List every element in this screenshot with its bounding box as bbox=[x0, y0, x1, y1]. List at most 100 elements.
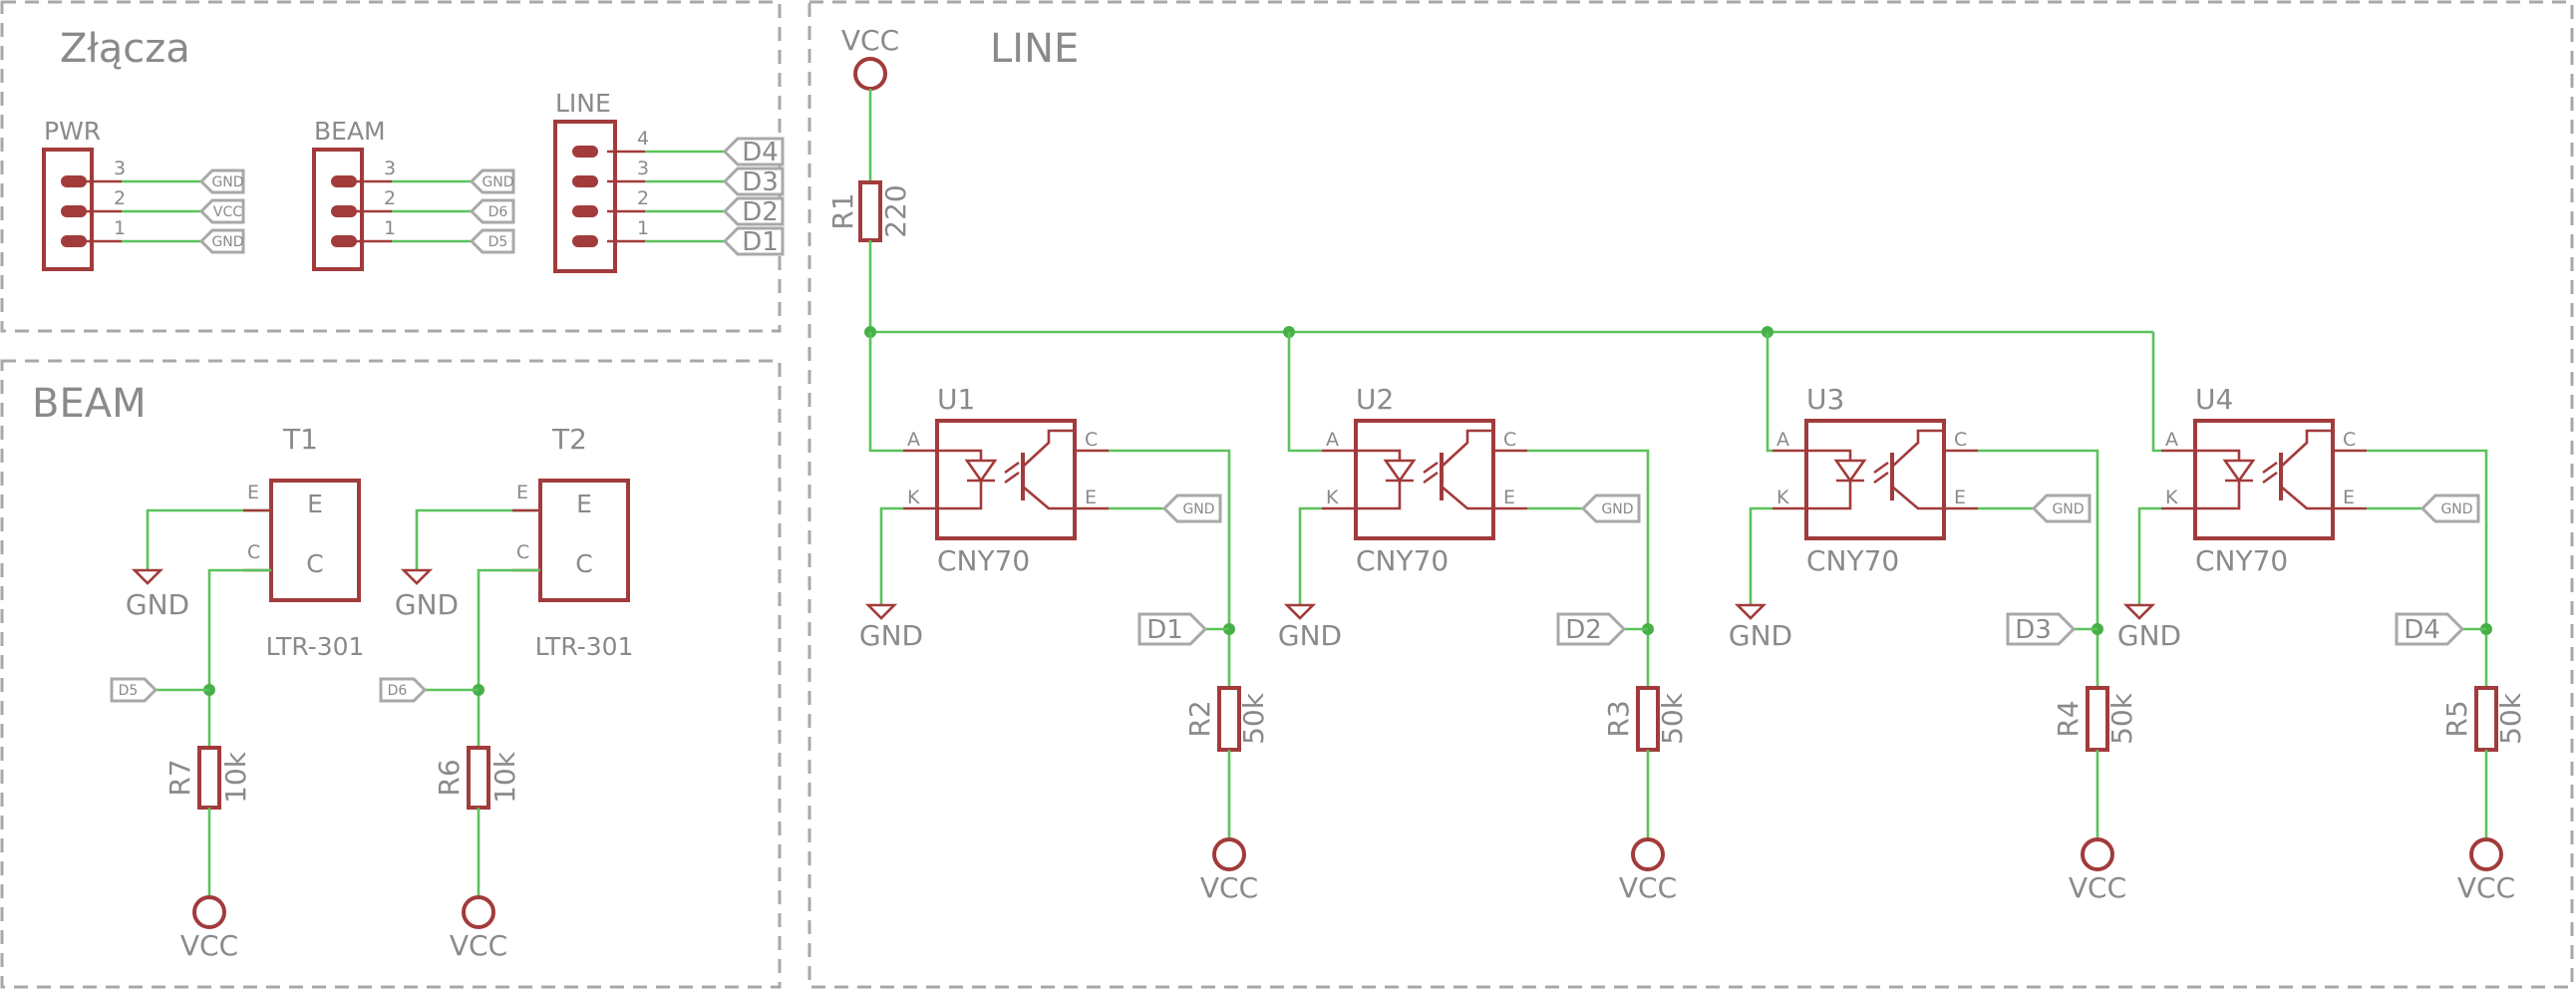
diode-lead bbox=[937, 481, 983, 510]
phototransistor-pin-e-label: E bbox=[516, 482, 528, 503]
connector-net-label-flag bbox=[198, 168, 245, 194]
vcc-supply-symbol bbox=[853, 57, 887, 91]
resistor-value: 50k bbox=[1656, 692, 1689, 745]
resistor-value: 50k bbox=[2105, 692, 2138, 745]
phototransistor-part: LTR-301 bbox=[266, 632, 365, 661]
vcc-label: VCC bbox=[180, 929, 238, 962]
cny70-gnd-label-flag bbox=[1161, 494, 1222, 523]
wire bbox=[1527, 449, 1650, 688]
light-arrow-icon bbox=[1423, 461, 1439, 475]
wire bbox=[1109, 449, 1231, 688]
cny70-gnd-label-text: GND bbox=[1601, 501, 1633, 517]
frame-line bbox=[807, 0, 2574, 989]
wire bbox=[1298, 506, 1322, 605]
cny70-gnd-label-text: GND bbox=[1182, 501, 1214, 517]
resistor-r1-ref: R1 bbox=[826, 192, 859, 229]
phototransistor-pin-c-inner: C bbox=[575, 549, 592, 578]
ground-label: GND bbox=[395, 588, 459, 621]
frame-beam bbox=[0, 359, 782, 989]
ground-symbol bbox=[1734, 603, 1768, 620]
vcc-label: VCC bbox=[2457, 871, 2515, 904]
light-arrow-icon bbox=[1004, 461, 1020, 475]
connector-net-label-flag bbox=[722, 226, 785, 256]
connector-net-label-text: D2 bbox=[742, 197, 779, 227]
connector-pin-number: 1 bbox=[384, 217, 396, 239]
cny70-net-label-flag bbox=[1137, 612, 1208, 646]
line-supply: VCC R1 220 bbox=[826, 24, 2153, 338]
ground-symbol bbox=[1283, 603, 1317, 620]
phototransistor-body bbox=[538, 479, 630, 602]
transistor-collector bbox=[1441, 429, 1493, 468]
connector-body bbox=[553, 120, 617, 273]
cny70-body bbox=[2193, 419, 2335, 540]
connector-net-label-flag bbox=[469, 198, 515, 224]
connector-net-label-flag bbox=[722, 196, 785, 226]
cny70-pin-k: K bbox=[2165, 487, 2178, 508]
wire bbox=[415, 508, 540, 570]
resistor-body bbox=[1636, 686, 1660, 752]
beam-net-label-flag bbox=[110, 677, 159, 703]
connector-pin bbox=[61, 235, 87, 247]
phototransistor-pin-c-label: C bbox=[516, 541, 529, 563]
connector-net-label-flag bbox=[198, 198, 245, 224]
connector-name: LINE bbox=[555, 89, 611, 118]
section-title-beam: BEAM bbox=[32, 381, 147, 427]
connector-pin-number: 3 bbox=[384, 158, 396, 179]
cny70-pin-a: A bbox=[1776, 429, 1789, 451]
cny70-net-label-text: D2 bbox=[1565, 615, 1602, 645]
resistor-body bbox=[197, 746, 221, 810]
connector-net-label-text: D1 bbox=[742, 227, 779, 257]
ground-symbol bbox=[400, 568, 434, 585]
light-arrow-icon bbox=[1423, 471, 1439, 485]
section-title-line: LINE bbox=[990, 26, 1079, 72]
connector-pin bbox=[61, 175, 87, 187]
cny70-gnd-label-flag bbox=[2031, 494, 2092, 523]
resistor-r1-value: 220 bbox=[879, 184, 912, 237]
resistor-body bbox=[467, 746, 490, 810]
cny70-pin-a: A bbox=[2165, 429, 2178, 451]
connector-net-label-text: GND bbox=[482, 174, 513, 190]
cny70-net-label-text: D4 bbox=[2404, 615, 2440, 645]
cny70-part: CNY70 bbox=[1806, 544, 1899, 577]
cny70-net-label-text: D1 bbox=[1146, 615, 1183, 645]
beam-net-label-flag bbox=[379, 677, 428, 703]
wire bbox=[879, 506, 903, 605]
connector-pin-number: 3 bbox=[637, 158, 649, 179]
cny70-ref: U1 bbox=[937, 383, 975, 416]
connector-pin-number: 1 bbox=[114, 217, 126, 239]
resistor-value: 50k bbox=[1237, 692, 1270, 745]
ground-label: GND bbox=[1729, 619, 1792, 652]
diode-lead bbox=[1356, 481, 1402, 510]
cny70-pin-k: K bbox=[1326, 487, 1339, 508]
vcc-label: VCC bbox=[450, 929, 507, 962]
diode-lead bbox=[1806, 449, 1852, 461]
connector-net-label-flag bbox=[722, 137, 785, 166]
connector-net-label-text: GND bbox=[211, 174, 243, 190]
ground-label: GND bbox=[2117, 619, 2181, 652]
vcc-supply-symbol bbox=[1212, 837, 1246, 871]
connector-net-label-text: VCC bbox=[213, 204, 242, 220]
cny70-pin-c: C bbox=[1085, 429, 1098, 451]
connector-net-label-text: D3 bbox=[742, 167, 779, 197]
cny70-gnd-label-text: GND bbox=[2440, 501, 2472, 517]
resistor-value: 10k bbox=[488, 751, 521, 804]
wire bbox=[2137, 506, 2161, 605]
connector-pin bbox=[331, 205, 357, 217]
vcc-label: VCC bbox=[1200, 871, 1258, 904]
connector-body bbox=[42, 148, 94, 271]
light-arrow-icon bbox=[1004, 471, 1020, 485]
phototransistor-pin-e-inner: E bbox=[576, 490, 592, 518]
connector-net-label-flag bbox=[198, 228, 245, 254]
connector-pin bbox=[331, 235, 357, 247]
wire bbox=[868, 332, 903, 453]
connector-net-label-flag bbox=[469, 228, 515, 254]
connector-net-label-text: GND bbox=[211, 234, 243, 250]
wire bbox=[1749, 506, 1772, 605]
ground-symbol bbox=[864, 603, 898, 620]
cny70-pin-e: E bbox=[1503, 487, 1515, 508]
